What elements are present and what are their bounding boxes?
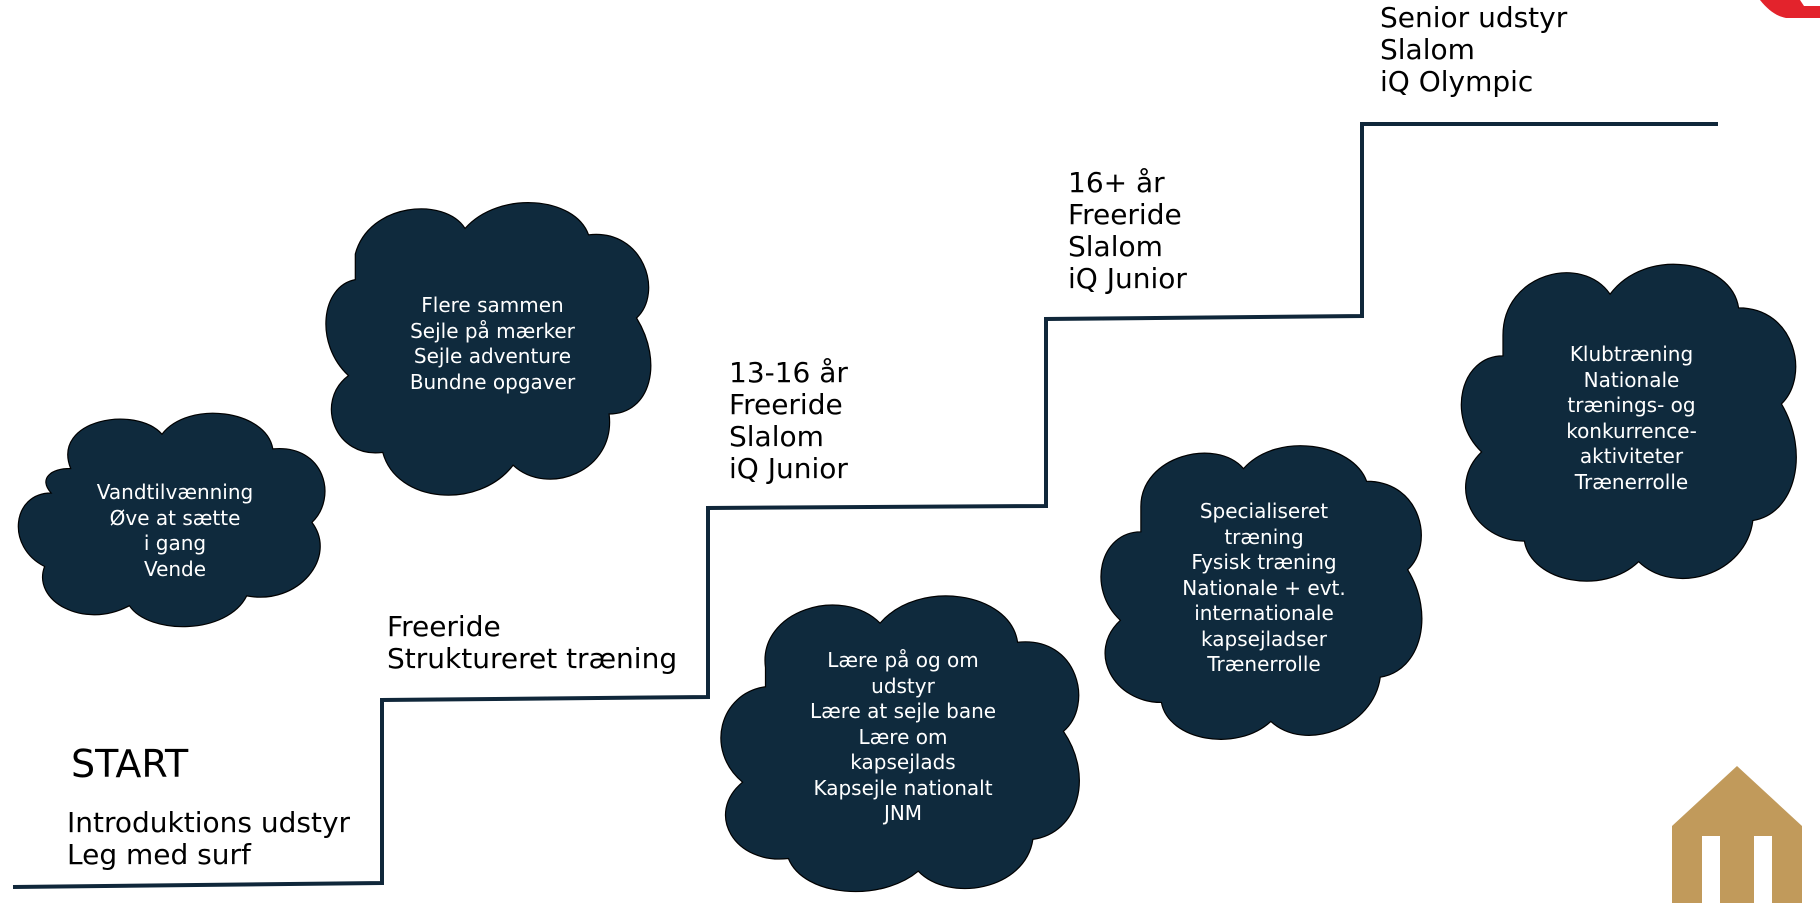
cloud-5-line-1: Klubtræning bbox=[1569, 342, 1694, 366]
cloud-3-line-4: Lære om bbox=[858, 724, 948, 749]
stage-3-text: 16+ år Freeride Slalom iQ Junior bbox=[1068, 167, 1187, 295]
gold-building-logo bbox=[1672, 766, 1802, 903]
stage-2-text: 13-16 år Freeride Slalom iQ Junior bbox=[729, 357, 848, 485]
stage-4-text: Senior udstyr Slalom iQ Olympic bbox=[1380, 2, 1567, 98]
cloud-4-line-2: træning bbox=[1224, 524, 1304, 549]
stage-4-line-3: iQ Olympic bbox=[1380, 65, 1534, 98]
cloud-club-training: Klubtræning Nationale trænings- og konku… bbox=[1453, 253, 1810, 596]
stage-4-line-2: Slalom bbox=[1380, 33, 1475, 66]
stage-2-line-3: Slalom bbox=[729, 420, 824, 453]
cloud-5-line-3: trænings- og bbox=[1567, 393, 1696, 417]
cloud-shape bbox=[1453, 253, 1810, 596]
cloud-4-line-6: kapsejladser bbox=[1201, 626, 1327, 651]
cloud-group-sailing: Flere sammen Sejle på mærker Sejle adven… bbox=[321, 190, 664, 510]
stage-2-line-2: Freeride bbox=[729, 388, 843, 421]
cloud-4-line-4: Nationale + evt. bbox=[1182, 575, 1346, 600]
cloud-1-line-2: Øve at sætte bbox=[109, 505, 241, 530]
stage-0-line-1: Introduktions udstyr bbox=[67, 806, 351, 839]
cloud-4-line-5: internationale bbox=[1194, 601, 1334, 625]
stage-1-line-1: Freeride bbox=[387, 610, 501, 643]
cloud-1-line-1: Vandtilvænning bbox=[96, 480, 254, 504]
stage-3-line-2: Freeride bbox=[1068, 198, 1182, 231]
cloud-shape bbox=[12, 395, 338, 640]
cloud-3-line-5: kapsejlads bbox=[850, 750, 956, 774]
stage-3-line-3: Slalom bbox=[1068, 230, 1163, 263]
cloud-1-line-3: i gang bbox=[143, 531, 207, 555]
cloud-3-line-1: Lære på og om bbox=[827, 648, 979, 672]
stage-1-line-2: Struktureret træning bbox=[387, 642, 678, 675]
cloud-2-line-4: Bundne opgaver bbox=[409, 369, 576, 394]
stage-0-text: Introduktions udstyr Leg med surf bbox=[67, 807, 350, 871]
cloud-1-line-4: Vende bbox=[143, 556, 207, 581]
cloud-4-line-3: Fysisk træning bbox=[1191, 550, 1337, 574]
cloud-3-line-3: Lære at sejle bane bbox=[809, 699, 997, 723]
cloud-shape bbox=[1093, 437, 1435, 753]
stage-2-line-1: 13-16 år bbox=[729, 356, 848, 389]
cloud-5-line-4: konkurrence- bbox=[1566, 418, 1697, 443]
cloud-4-line-1: Specialiseret bbox=[1199, 499, 1329, 523]
stage-3-line-1: 16+ år bbox=[1068, 166, 1165, 199]
cloud-2-line-1: Flere sammen bbox=[421, 293, 564, 317]
cloud-water-intro: Vandtilvænning Øve at sætte i gang Vende bbox=[12, 395, 338, 640]
stage-1-text: Freeride Struktureret træning bbox=[387, 611, 677, 675]
cloud-5-line-5: aktiviteter bbox=[1579, 444, 1684, 468]
stage-4-line-1: Senior udstyr bbox=[1380, 1, 1568, 34]
cloud-racing-intro: Lære på og om udstyr Lære at sejle bane … bbox=[712, 585, 1094, 903]
start-title: START bbox=[71, 742, 189, 786]
cloud-shape bbox=[712, 585, 1094, 903]
cloud-5-line-6: Trænerrolle bbox=[1574, 469, 1689, 494]
cloud-specialised-training: Specialiseret træning Fysisk træning Nat… bbox=[1093, 437, 1435, 753]
cloud-3-line-2: udstyr bbox=[871, 673, 935, 698]
stage-2-line-4: iQ Junior bbox=[729, 452, 848, 485]
cloud-2-line-2: Sejle på mærker bbox=[410, 318, 575, 343]
cloud-2-line-3: Sejle adventure bbox=[413, 344, 572, 368]
cloud-shape bbox=[321, 190, 664, 510]
red-corner-logo bbox=[1760, 0, 1820, 18]
cloud-3-line-6: Kapsejle nationalt bbox=[813, 775, 993, 800]
stage-0-line-2: Leg med surf bbox=[67, 838, 251, 871]
cloud-3-line-7: JNM bbox=[883, 801, 923, 825]
cloud-5-line-2: Nationale bbox=[1583, 367, 1680, 392]
stage-3-line-4: iQ Junior bbox=[1068, 262, 1187, 295]
cloud-4-line-7: Trænerrolle bbox=[1207, 652, 1321, 676]
